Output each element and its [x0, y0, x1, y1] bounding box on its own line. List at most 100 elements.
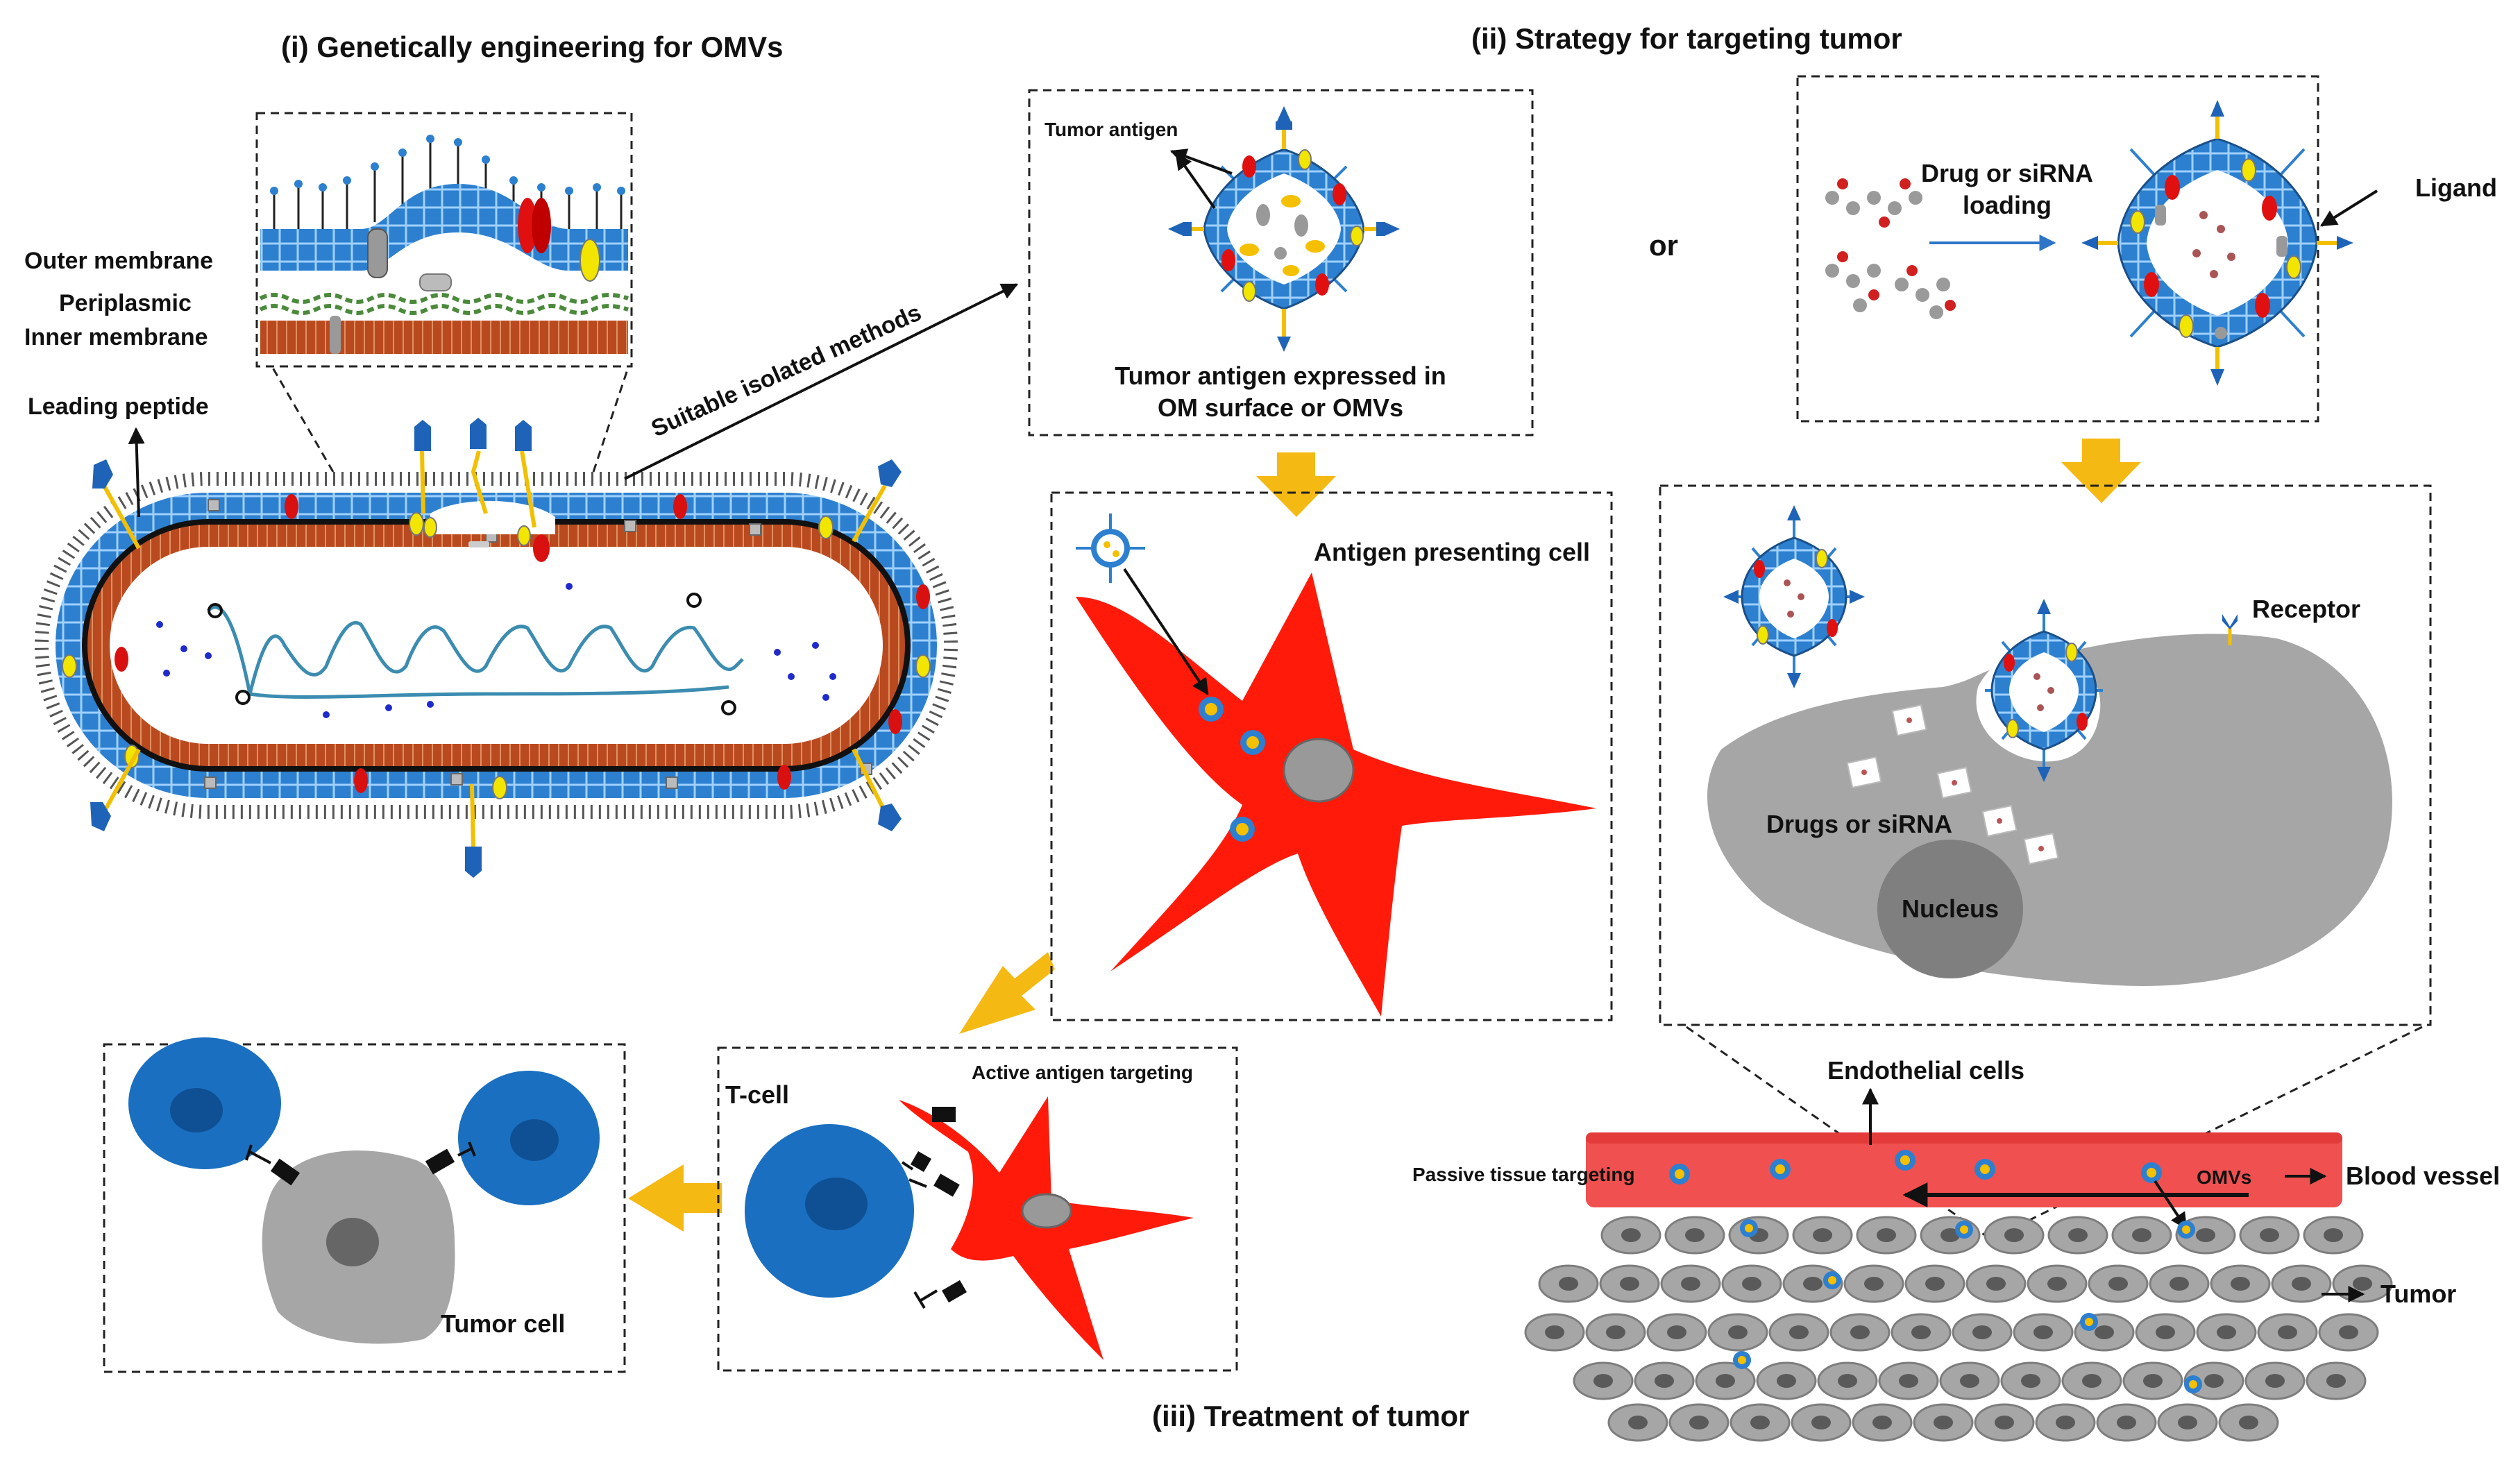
apc-nucleus — [1283, 738, 1355, 803]
tumor-tissue-nucleus — [2021, 1374, 2040, 1388]
receptor-icon — [2222, 614, 2238, 645]
label-active-targeting: Active antigen targeting — [972, 1062, 1193, 1083]
label-tumor-antigen: Tumor antigen — [1045, 119, 1178, 140]
tumor-tissue-omv-core — [2085, 1318, 2093, 1326]
tumor-tissue-nucleus — [1877, 1228, 1896, 1242]
gold-arrow-diagonal — [959, 952, 1055, 1034]
internalizing-omv — [1985, 599, 2103, 782]
tumor-tissue-nucleus — [1899, 1374, 1918, 1388]
tumor-tissue-nucleus — [1813, 1228, 1832, 1242]
ligand-pointer — [2319, 189, 2378, 227]
membrane-zoom-panel — [255, 112, 633, 368]
label-nucleus: Nucleus — [1902, 894, 1999, 923]
tumor-tissue-nucleus — [1728, 1325, 1748, 1339]
tumor-tissue-nucleus — [1545, 1325, 1564, 1339]
loading-label-line1: Drug or siRNA — [1921, 159, 2093, 187]
tumor-tissue-nucleus — [2231, 1277, 2250, 1291]
label-passive-targeting: Passive tissue targeting — [1412, 1164, 1635, 1185]
tumor-tissue-nucleus — [2339, 1325, 2358, 1339]
tumor-tissue-nucleus — [2033, 1325, 2053, 1339]
tumor-tissue-nucleus — [2117, 1416, 2136, 1429]
drug-molecules — [1825, 178, 1956, 319]
tumor-tissue-nucleus — [1911, 1325, 1931, 1339]
antigen-caption-line1: Tumor antigen expressed in — [1115, 362, 1446, 390]
label-tcell: T-cell — [725, 1080, 789, 1109]
tumor-tissue-nucleus — [1872, 1416, 1892, 1429]
tumor-tissue-nucleus — [1864, 1277, 1884, 1291]
tumor-tissue-nucleus — [2143, 1374, 2163, 1388]
omv-extravasation-arrow — [2154, 1180, 2188, 1230]
tumor-tissue-nucleus — [1750, 1416, 1770, 1429]
nucleus — [1877, 840, 2023, 978]
tumor-tissue — [1524, 1216, 2393, 1442]
label-or: or — [1649, 229, 1678, 262]
blood-vessel — [1586, 1132, 2342, 1230]
tumor-tissue-nucleus — [2204, 1374, 2224, 1388]
tumor-tissue-nucleus — [2196, 1228, 2215, 1242]
label-outer-membrane: Outer membrane — [24, 248, 213, 274]
tumor-tissue-omv-core — [1828, 1276, 1836, 1284]
label-inner-membrane: Inner membrane — [24, 324, 208, 350]
tumor-tissue-nucleus — [2265, 1374, 2285, 1388]
tumor-killing-panel — [103, 1037, 626, 1373]
tumor-tissue-nucleus — [2170, 1277, 2189, 1291]
tumor-tissue-nucleus — [1593, 1374, 1613, 1388]
loading-label-line2: loading — [1963, 191, 2052, 219]
tumor-tissue-nucleus — [1986, 1277, 2006, 1291]
antigen-omv-panel — [1028, 89, 1534, 436]
tumor-tissue-nucleus — [1742, 1277, 1761, 1291]
label-leading-peptide: Leading peptide — [28, 393, 209, 420]
tumor-tissue-nucleus — [1667, 1325, 1686, 1339]
tumor-tissue-omv-core — [2182, 1225, 2190, 1234]
tumor-tissue-nucleus — [1940, 1228, 1960, 1242]
tcell-panel — [717, 1046, 1238, 1372]
gold-arrow-left — [628, 1164, 722, 1232]
tumor-tissue-nucleus — [1655, 1374, 1674, 1388]
tumor-tissue-nucleus — [1559, 1277, 1578, 1291]
tumor-tissue-omv-core — [1745, 1224, 1753, 1232]
gold-arrow-down-1 — [1256, 452, 1336, 517]
tumor-tissue-nucleus — [1960, 1374, 1979, 1388]
free-ligand-omv — [1723, 505, 1865, 688]
tumor-tissue-nucleus — [2095, 1325, 2114, 1339]
tumor-tissue-nucleus — [2178, 1416, 2197, 1429]
tumor-tissue-nucleus — [2353, 1277, 2372, 1291]
isolation-arrow — [624, 283, 1019, 480]
label-ligand: Ligand — [2415, 173, 2497, 202]
tumor-tissue-nucleus — [1620, 1277, 1639, 1291]
engineered-omv — [1168, 106, 1400, 352]
target-cell-panel — [1659, 484, 2432, 1026]
tumor-tissue-nucleus — [1811, 1416, 1831, 1429]
apc-panel-title: Antigen presenting cell — [1314, 538, 1590, 566]
label-drugs-sirna: Drugs or siRNA — [1766, 810, 1952, 838]
tumor-tissue-nucleus — [2156, 1325, 2175, 1339]
label-receptor: Receptor — [2252, 595, 2360, 623]
tumor-tissue-nucleus — [1777, 1374, 1796, 1388]
tumor-tissue-nucleus — [1681, 1277, 1700, 1291]
tcell-nucleus — [805, 1178, 868, 1230]
section-title-strategy: (ii) Strategy for targeting tumor — [1471, 22, 1902, 55]
apc-omv-small — [1076, 513, 1145, 583]
tumor-tissue-nucleus — [2292, 1277, 2311, 1291]
tumor-tissue-nucleus — [1789, 1325, 1809, 1339]
apc-panel — [1050, 491, 1613, 1021]
zoom-guide-left — [271, 367, 335, 473]
tumor-tissue-nucleus — [1716, 1374, 1735, 1388]
zoom-guide-right — [592, 367, 629, 473]
tumor-tissue-nucleus — [2260, 1228, 2279, 1242]
tumor-tissue-omv-core — [1960, 1225, 1968, 1234]
tumor-tissue-nucleus — [1689, 1416, 1709, 1429]
tumor-tissue-nucleus — [1621, 1228, 1641, 1242]
tumor-tissue-nucleus — [1606, 1325, 1625, 1339]
gold-arrow-down-2 — [2061, 439, 2141, 503]
section-title-genetic: (i) Genetically engineering for OMVs — [281, 31, 783, 63]
vessel-zoom-left — [1686, 1026, 1986, 1237]
tumor-tissue-omv-core — [1738, 1356, 1746, 1364]
label-periplasmic: Periplasmic — [59, 290, 192, 316]
tumor-tissue-nucleus — [1838, 1374, 1857, 1388]
tumor-tissue-nucleus — [2056, 1416, 2075, 1429]
label-isolation-methods: Suitable isolated methods — [648, 299, 925, 442]
tumor-tissue-nucleus — [2068, 1228, 2088, 1242]
apc-uptake-arrow — [1123, 568, 1209, 695]
ligand-omv — [2081, 100, 2353, 386]
